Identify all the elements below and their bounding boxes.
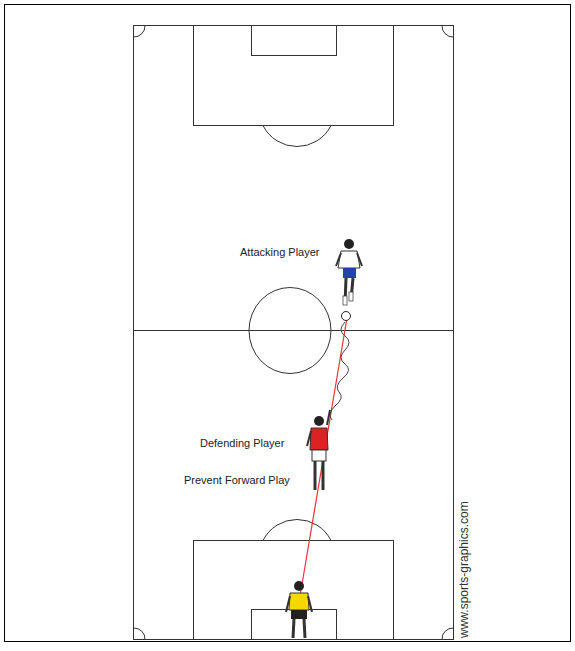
attacking-player xyxy=(336,239,362,321)
defending-player xyxy=(307,410,330,490)
watermark: www.sports-graphics.com xyxy=(458,501,471,638)
goalkeeper xyxy=(286,581,312,638)
note-label: Prevent Forward Play xyxy=(184,474,290,487)
player-label: Defending Player xyxy=(200,437,284,450)
player-label: Attacking Player xyxy=(240,246,319,259)
